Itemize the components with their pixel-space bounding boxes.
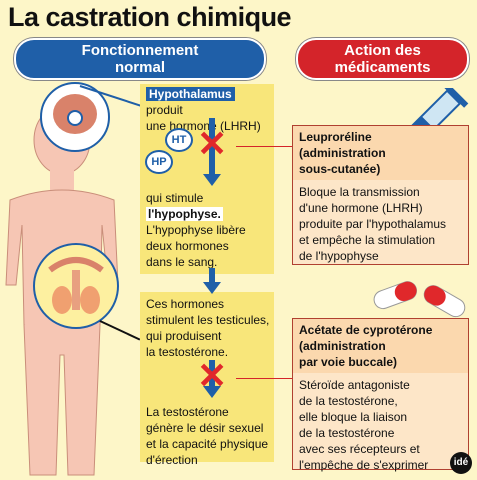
brain-circle <box>40 82 110 152</box>
drug2-description: Stéroïde antagoniste de la testostérone,… <box>293 373 468 477</box>
drug1-admin-1: (administration <box>299 146 386 160</box>
drug1-description: Bloque la transmission d'une hormone (LH… <box>293 180 468 268</box>
flow-arrow-1-head <box>203 174 221 186</box>
drug2-box: Acétate de cyprotérone (administration p… <box>292 318 469 472</box>
flow-stimule-text: qui stimule l'hypophyse. L'hypophyse lib… <box>146 190 272 270</box>
drug1-desc-3: produite par l'hypothalamus <box>299 217 447 231</box>
drug2-desc-1: Stéroïde antagoniste <box>299 378 410 392</box>
hypothalamus-label: Hypothalamus <box>146 87 235 101</box>
header-normal-line1: Fonctionnement <box>81 42 199 59</box>
produit-text: produit <box>146 103 183 117</box>
drug2-desc-6: l'empêche de s'exprimer <box>299 458 429 472</box>
drug2-name: Acétate de cyprotérone <box>299 323 433 337</box>
testicules-line3: qui produisent <box>146 329 222 343</box>
drug2-desc-5: avec ses récepteurs et <box>299 442 420 456</box>
libere-line3: dans le sang. <box>146 255 218 269</box>
testicules-line1: Ces hormones <box>146 297 225 311</box>
drug2-desc-2: de la testostérone, <box>299 394 398 408</box>
ide-logo: idé <box>450 452 472 474</box>
testicules-line2: stimulent les testicules, <box>146 313 270 327</box>
flow-arrow-1 <box>209 118 215 176</box>
libere-line2: deux hormones <box>146 239 229 253</box>
desir-line1: La testostérone <box>146 405 229 419</box>
header-normal-line2: normal <box>114 59 165 76</box>
flow-arrow-2 <box>209 268 215 284</box>
drug2-header: Acétate de cyprotérone (administration p… <box>293 319 468 373</box>
header-meds-line1: Action des <box>344 42 421 59</box>
hypophyse-label: l'hypophyse. <box>146 207 223 221</box>
drug1-desc-1: Bloque la transmission <box>299 185 420 199</box>
pills-icon <box>373 281 466 318</box>
drug2-admin-2: par voie buccale) <box>299 355 398 369</box>
ht-badge: HT <box>165 128 193 152</box>
block-cross-1: ✕ <box>197 123 228 164</box>
drug2-desc-3: elle bloque la liaison <box>299 410 408 424</box>
flow-arrow-3-head <box>203 386 221 398</box>
drug1-desc-4: et empêche la stimulation <box>299 233 436 247</box>
desir-line2: génère le désir sexuel <box>146 421 264 435</box>
flow-desir-text: La testostérone génère le désir sexuel e… <box>146 404 272 468</box>
drug1-desc-5: de l'hypophyse <box>299 249 379 263</box>
block-cross-2: ✕ <box>197 355 228 396</box>
drug1-box: Leuproréline (administration sous-cutané… <box>292 125 469 265</box>
hp-badge: HP <box>145 150 173 174</box>
flow-box-hormones <box>140 292 274 462</box>
drug1-name: Leuproréline <box>299 130 372 144</box>
drug1-admin-2: sous-cutanée) <box>299 162 381 176</box>
testes-circle <box>33 243 119 329</box>
qui-stimule-text: qui stimule <box>146 191 204 205</box>
desir-line4: d'érection <box>146 453 198 467</box>
drug1-desc-2: d'une hormone (LHRH) <box>299 201 423 215</box>
flow-arrow-3 <box>209 360 215 388</box>
page-title: La castration chimique <box>8 2 292 32</box>
flow-arrow-2-head <box>203 282 221 294</box>
flow-testicules-text: Ces hormones stimulent les testicules, q… <box>146 296 272 360</box>
drug1-connector <box>236 146 292 147</box>
drug2-admin-1: (administration <box>299 339 386 353</box>
drug1-header: Leuproréline (administration sous-cutané… <box>293 126 468 180</box>
drug2-desc-4: de la testostérone <box>299 426 395 440</box>
header-meds-line2: médicaments <box>334 59 431 76</box>
drug2-connector <box>236 378 292 379</box>
desir-line3: et la capacité physique <box>146 437 269 451</box>
testicules-line4: la testostérone. <box>146 345 229 359</box>
libere-line1: L'hypophyse libère <box>146 223 246 237</box>
